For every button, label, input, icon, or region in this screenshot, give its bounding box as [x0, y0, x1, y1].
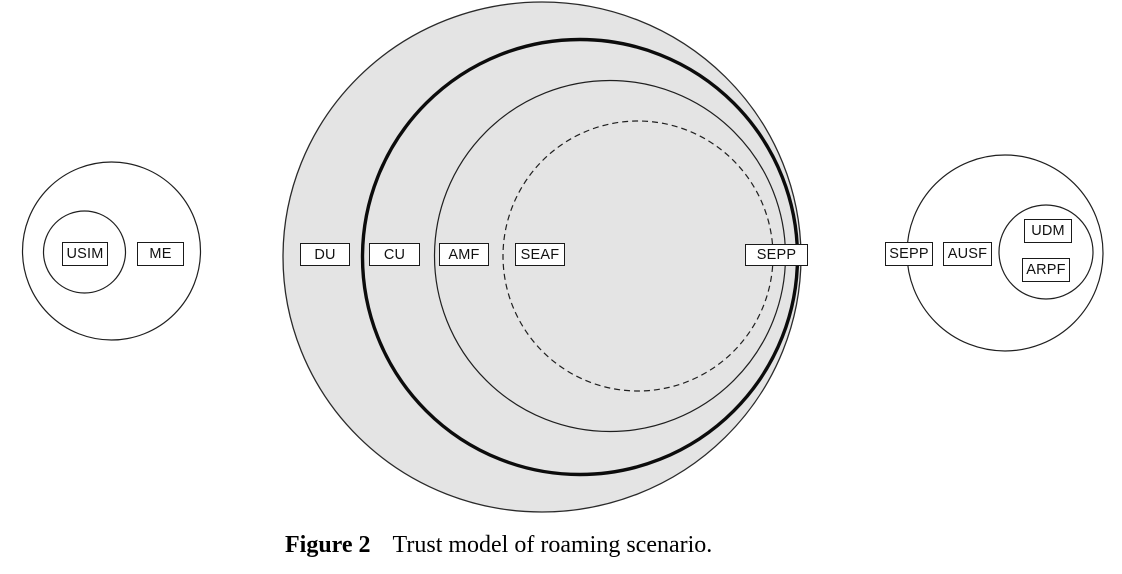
ausf-node-box: AUSF [943, 242, 992, 266]
cu-node-box: CU [369, 243, 420, 266]
figure-caption-text: Trust model of roaming scenario. [392, 532, 713, 558]
me-node-box: ME [137, 242, 184, 266]
seaf-node-box: SEAF [515, 243, 565, 266]
ue-trust-circle [21, 161, 202, 341]
figure-caption-label: Figure 2 [285, 532, 371, 558]
udm-arpf-trust-circle [998, 204, 1094, 300]
figure-caption: Figure 2 Trust model of roaming scenario. [285, 531, 712, 559]
udm-node-box: UDM [1024, 219, 1072, 243]
du-node-box: DU [300, 243, 350, 266]
arpf-node-box: ARPF [1022, 258, 1070, 282]
sepp-visited-node-box: SEPP [745, 244, 808, 266]
usim-node-box: USIM [62, 242, 108, 266]
sepp-home-node-box: SEPP [885, 242, 933, 266]
home-network-trust-circle [906, 154, 1104, 352]
amf-node-box: AMF [439, 243, 489, 266]
usim-trust-circle [42, 210, 127, 294]
